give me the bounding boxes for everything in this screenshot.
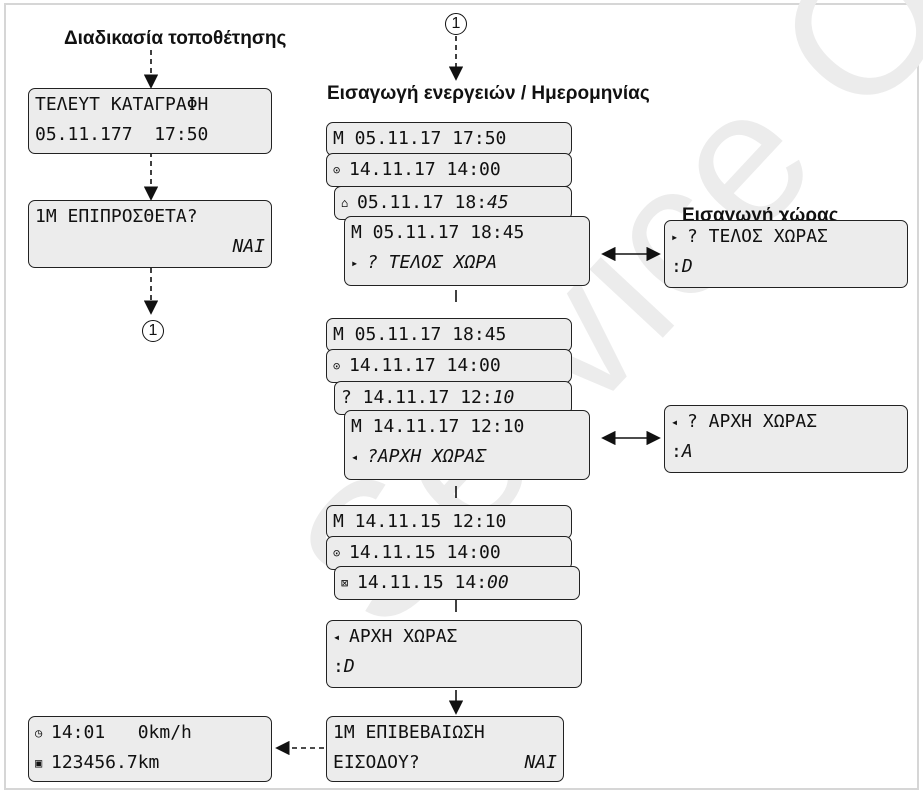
- display-line: ⊙ 14.11.17 14:00: [333, 159, 565, 180]
- heading-install-procedure: Διαδικασία τοποθέτησης: [64, 28, 287, 49]
- activity-time: 14.11.17 14:00: [349, 159, 501, 180]
- display-line-2: :D: [333, 656, 355, 677]
- display-line-1: ▸ ? ΤΕΛΟΣ ΧΩΡΑΣ: [671, 226, 901, 247]
- activity-time: ? 14.11.17 12:: [341, 387, 493, 408]
- display-activity-group3-a: M 14.11.15 12:10: [326, 505, 572, 539]
- diagram-frame: [4, 3, 919, 790]
- begin-country-title: ? ΑΡΧΗ ΧΩΡΑΣ: [687, 411, 818, 432]
- begin-country-prompt: ?ΑΡΧΗ ΧΩΡΑΣ: [367, 446, 487, 467]
- display-activity-group1-c: ⌂ 05.11.17 18:45: [334, 186, 572, 220]
- country-code-editable[interactable]: D: [681, 256, 693, 277]
- display-line-1: 1M ΕΠΙΒΕΒΑΙΩΣΗ: [333, 722, 485, 743]
- display-line-2: 05.11.177 17:50: [35, 124, 209, 145]
- display-line-1: 1M ΕΠΙΠΡΟΣΘΕΤΑ?: [35, 206, 198, 227]
- display-activity-group1-b: ⊙ 14.11.17 14:00: [326, 153, 572, 187]
- display-activity-group2-d: M 14.11.17 12:10 ◂ ?ΑΡΧΗ ΧΩΡΑΣ: [344, 410, 590, 480]
- display-line: ⊠ 14.11.15 14:00: [341, 572, 573, 593]
- display-line-2: ◂ ?ΑΡΧΗ ΧΩΡΑΣ: [351, 446, 583, 467]
- activity-time: 05.11.17 18:: [357, 192, 488, 213]
- display-supplementary-entry: 1M ΕΠΙΠΡΟΣΘΕΤΑ? ΝΑΙ: [28, 200, 272, 268]
- display-line-2: ▸ ? ΤΕΛΟΣ ΧΩΡΑ: [351, 252, 583, 273]
- display-line-1: M 14.11.17 12:10: [351, 416, 525, 437]
- display-line-1: ◂ ? ΑΡΧΗ ΧΩΡΑΣ: [671, 411, 901, 432]
- display-line: M 05.11.17 18:45: [333, 324, 507, 345]
- steering-wheel-icon: ⊙: [333, 546, 341, 560]
- display-activity-group2-a: M 05.11.17 18:45: [326, 318, 572, 352]
- confirm-question: ΕΙΣΟΔΟΥ?: [333, 752, 420, 773]
- display-confirm-entry: 1M ΕΠΙΒΕΒΑΙΩΣΗ ΕΙΣΟΔΟΥ? ΝΑΙ: [326, 716, 564, 782]
- display-activity-group2-b: ⊙ 14.11.17 14:00: [326, 349, 572, 383]
- begin-country-icon: ◂: [671, 415, 679, 429]
- display-line-2: ▣ 123456.7km: [35, 752, 265, 773]
- display-activity-group1-d: M 05.11.17 18:45 ▸ ? ΤΕΛΟΣ ΧΩΡΑ: [344, 216, 590, 286]
- display-line-2: ΕΙΣΟΔΟΥ? ΝΑΙ: [333, 752, 557, 773]
- clock-icon: ◷: [35, 726, 43, 740]
- marker-1-top: 1: [445, 13, 467, 35]
- display-activity-group3-b: ⊙ 14.11.15 14:00: [326, 536, 572, 570]
- display-activity-group2-c: ? 14.11.17 12:10: [334, 381, 572, 415]
- card-icon: ▣: [35, 756, 43, 770]
- heading-activities-date: Εισαγωγή ενεργειών / Ημερομηνίας: [327, 83, 650, 104]
- end-country-title: ? ΤΕΛΟΣ ΧΩΡΑΣ: [687, 226, 828, 247]
- display-line: M 05.11.17 17:50: [333, 128, 507, 149]
- display-line-2: :A: [671, 441, 693, 462]
- end-country-prompt: ? ΤΕΛΟΣ ΧΩΡΑ: [367, 252, 498, 273]
- display-line: ? 14.11.17 12:10: [341, 387, 565, 408]
- display-begin-country: ◂ ΑΡΧΗ ΧΩΡΑΣ :D: [326, 620, 582, 688]
- display-activity-group1-a: M 05.11.17 17:50: [326, 122, 572, 156]
- activity-minutes-editable[interactable]: 10: [492, 387, 515, 408]
- activity-time: 14.11.17 14:00: [349, 355, 501, 376]
- box-icon: ⊠: [341, 576, 349, 590]
- steering-wheel-icon: ⊙: [333, 163, 341, 177]
- display-line-2: ΝΑΙ: [232, 236, 265, 257]
- activity-time: 14.11.15 14:00: [349, 542, 501, 563]
- display-standard: ◷ 14:01 0km/h ▣ 123456.7km: [28, 716, 272, 782]
- bed-icon: ⌂: [341, 196, 349, 210]
- confirm-answer-editable[interactable]: ΝΑΙ: [524, 752, 557, 773]
- standard-line-1: 14:01 0km/h: [51, 722, 192, 743]
- country-code-editable[interactable]: D: [343, 656, 355, 677]
- display-line-1: ◷ 14:01 0km/h: [35, 722, 265, 743]
- activity-minutes-editable[interactable]: 45: [487, 192, 509, 213]
- country-code-editable[interactable]: A: [681, 441, 693, 462]
- steering-wheel-icon: ⊙: [333, 359, 341, 373]
- display-begin-country-right: ◂ ? ΑΡΧΗ ΧΩΡΑΣ :A: [664, 405, 908, 473]
- begin-country-title: ΑΡΧΗ ΧΩΡΑΣ: [349, 626, 458, 647]
- display-line: ⌂ 05.11.17 18:45: [341, 192, 565, 213]
- display-line-1: M 05.11.17 18:45: [351, 222, 525, 243]
- display-line-2: :D: [671, 256, 693, 277]
- display-line-1: ◂ ΑΡΧΗ ΧΩΡΑΣ: [333, 626, 575, 647]
- display-line: M 14.11.15 12:10: [333, 511, 507, 532]
- display-last-record: ΤΕΛΕΥΤ ΚΑΤΑΓΡΑΦΗ 05.11.177 17:50: [28, 88, 272, 154]
- end-country-icon: ▸: [351, 256, 359, 270]
- marker-1-left: 1: [142, 320, 164, 342]
- begin-country-icon: ◂: [333, 630, 341, 644]
- display-end-country: ▸ ? ΤΕΛΟΣ ΧΩΡΑΣ :D: [664, 220, 908, 288]
- activity-time: 14.11.15 14:: [357, 572, 488, 593]
- display-line: ⊙ 14.11.17 14:00: [333, 355, 565, 376]
- begin-country-icon: ◂: [351, 450, 359, 464]
- activity-minutes-editable[interactable]: 00: [487, 572, 509, 593]
- display-line: ⊙ 14.11.15 14:00: [333, 542, 565, 563]
- display-activity-group3-c: ⊠ 14.11.15 14:00: [334, 566, 580, 600]
- standard-line-2: 123456.7km: [51, 752, 160, 773]
- display-line-1: ΤΕΛΕΥΤ ΚΑΤΑΓΡΑΦΗ: [35, 94, 209, 115]
- end-country-icon: ▸: [671, 230, 679, 244]
